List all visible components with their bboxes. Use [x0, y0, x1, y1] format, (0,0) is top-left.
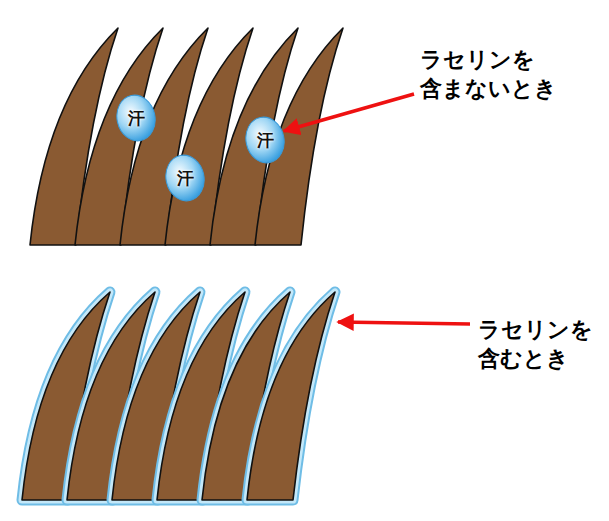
hair-strands-dry	[30, 28, 343, 245]
sweat-drop: 汗	[115, 93, 157, 143]
hair-strands-coated	[22, 292, 335, 500]
callout-label: ラセリンを 含むとき	[478, 316, 593, 373]
leader-arrow	[284, 94, 414, 131]
callout-label: ラセリンを 含まないとき	[420, 46, 557, 103]
leader-arrow	[338, 322, 470, 324]
drop-label: 汗	[128, 107, 145, 130]
sweat-drop: 汗	[164, 153, 206, 203]
sweat-drop: 汗	[244, 115, 286, 165]
drop-label: 汗	[177, 167, 194, 190]
drop-label: 汗	[257, 129, 274, 152]
